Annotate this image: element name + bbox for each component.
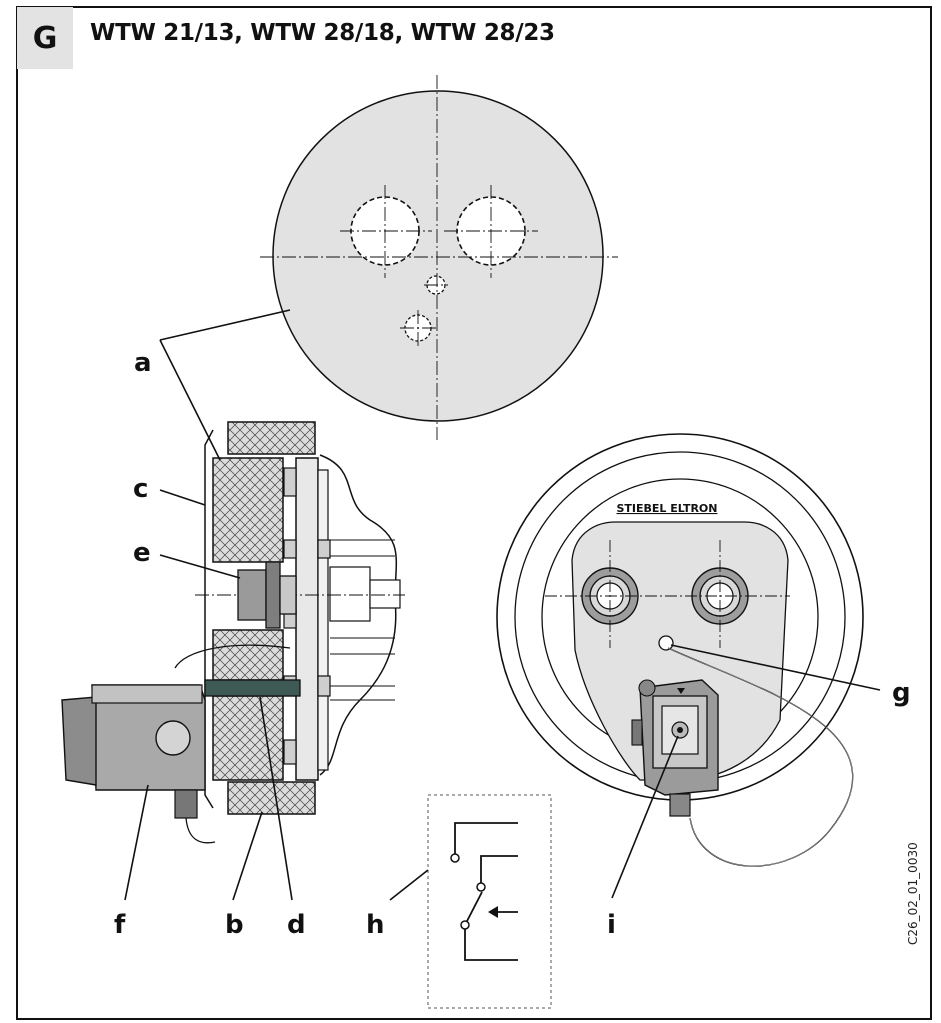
brand-plate: STIEBEL ELTRON <box>616 502 717 515</box>
sensor-e <box>237 569 267 621</box>
leader-lines <box>124 309 881 901</box>
label-a: a <box>134 348 152 378</box>
front-view: STIEBEL ELTRON <box>496 433 864 867</box>
leader-f <box>124 784 149 901</box>
sleeve-d <box>204 679 301 697</box>
drawing-code: C26_02_01_0030 <box>906 842 920 945</box>
flange-plate <box>295 457 319 781</box>
flange-top-view <box>260 75 618 440</box>
label-d: d <box>287 910 306 940</box>
leader-a <box>159 309 291 461</box>
figure-title: WTW 21/13, WTW 28/18, WTW 28/23 <box>90 20 555 46</box>
label-g: g <box>892 678 911 708</box>
leader-e <box>159 554 241 579</box>
insulation-top <box>227 421 316 455</box>
label-i: i <box>607 910 616 940</box>
label-e: e <box>133 538 151 568</box>
leader-g <box>670 644 881 691</box>
leader-d <box>259 696 293 901</box>
leader-c <box>159 489 206 506</box>
label-f: f <box>114 910 126 940</box>
sensor-hole-g <box>658 635 674 651</box>
section-view <box>61 421 405 844</box>
label-c: c <box>133 474 149 504</box>
leader-h <box>389 869 429 901</box>
figure-tag: G <box>17 7 73 69</box>
insulation-lower <box>212 695 284 781</box>
leader-i <box>611 735 679 899</box>
insulation-mid <box>212 629 284 681</box>
insulation-bottom <box>227 781 316 815</box>
leader-b <box>232 811 263 901</box>
label-b: b <box>225 910 244 940</box>
switch-schematic-h <box>427 794 552 1009</box>
insulation-upper <box>212 457 284 563</box>
label-h: h <box>366 910 385 940</box>
